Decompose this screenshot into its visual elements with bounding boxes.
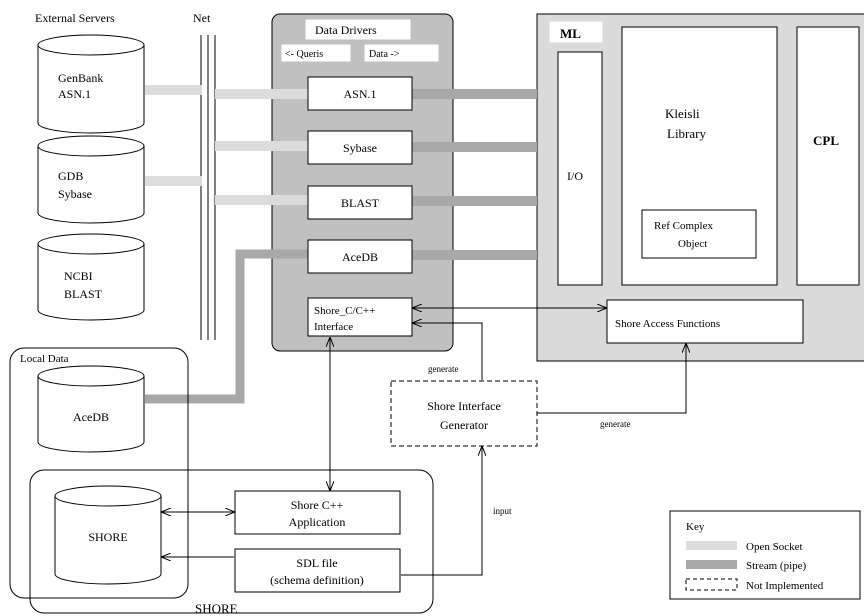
- server-genbank-line1: GenBank: [58, 71, 103, 85]
- shore-app-line2: Application: [289, 515, 346, 529]
- shore-access-functions-box: [606, 299, 804, 344]
- driver-asn1-label: ASN.1: [343, 87, 376, 101]
- cpl-box: [796, 26, 860, 286]
- external-servers-label: External Servers: [35, 11, 115, 25]
- key-open-socket-swatch: [686, 541, 737, 550]
- socket-gdb-to-net: [145, 176, 202, 186]
- key-legend: Key Open Socket Stream (pipe) Not Implem…: [669, 510, 861, 600]
- kleisli-label-line1: Kleisli: [665, 106, 700, 121]
- stream-local-acedb-to-driver: [145, 249, 308, 404]
- cpl-label: CPL: [813, 133, 839, 148]
- ref-complex-line1: Ref Complex: [654, 220, 713, 232]
- data-drivers-title: Data Drivers: [315, 23, 377, 37]
- shore-db-cylinder: SHORE: [54, 485, 162, 585]
- stream-sybase-to-ml: [412, 142, 537, 152]
- server-genbank-line2: ASN.1: [58, 87, 91, 101]
- local-data-label: Local Data: [20, 353, 69, 365]
- key-title: Key: [686, 521, 705, 533]
- driver-sybase: Sybase: [307, 130, 413, 165]
- queris-label: <- Queris: [285, 49, 323, 60]
- socket-net-to-blast: [215, 195, 308, 205]
- local-data-box: [9, 347, 189, 599]
- connector-arrows: [162, 308, 686, 576]
- key-stream-swatch: [686, 560, 737, 569]
- driver-asn1: ASN.1: [307, 76, 413, 111]
- stream-acedb-to-ml: [412, 250, 537, 260]
- shore-app-line1: Shore C++: [291, 498, 344, 512]
- shore-interface-generator-box: Shore Interface Generator: [390, 380, 538, 447]
- queris-box: [281, 44, 351, 62]
- io-box: [557, 51, 603, 286]
- data-arrow-label: Data ->: [369, 49, 400, 60]
- server-ncbi-line2: BLAST: [64, 287, 103, 301]
- server-gdb-cylinder: GDB Sybase: [37, 135, 145, 224]
- key-not-implemented-swatch: [685, 578, 738, 591]
- shore-access-label: Shore Access Functions: [615, 318, 720, 330]
- ref-complex-object-box: [641, 209, 757, 259]
- sdl-file-box: SDL file (schema definition): [234, 548, 401, 593]
- io-label: I/O: [567, 169, 583, 183]
- local-acedb-label: AceDB: [73, 410, 109, 424]
- server-ncbi-cylinder: NCBI BLAST: [37, 233, 145, 321]
- socket-net-to-asn1: [215, 89, 308, 99]
- generate-label-top: generate: [428, 364, 458, 374]
- server-gdb-line1: GDB: [58, 169, 83, 183]
- net-label: Net: [193, 11, 211, 25]
- stream-asn1-to-ml: [412, 89, 537, 99]
- net-lines: [200, 35, 216, 340]
- server-gdb-line2: Sybase: [58, 187, 92, 201]
- stream-blast-to-ml: [412, 196, 537, 206]
- data-drivers-title-box: [305, 19, 411, 40]
- driver-acedb: AceDB: [307, 239, 413, 274]
- ml-title-box: [549, 21, 603, 43]
- shore-db-label: SHORE: [88, 530, 127, 544]
- driver-blast-label: BLAST: [341, 196, 380, 210]
- sig-line2: Generator: [440, 418, 488, 432]
- open-socket-pipes: [145, 85, 308, 205]
- generate-label-right: generate: [600, 419, 630, 429]
- arrow-generate-interface: [413, 323, 483, 380]
- arrow-generate-access: [537, 344, 686, 414]
- driver-acedb-label: AceDB: [342, 250, 378, 264]
- shore-interface-box: Shore_C/C++ Interface: [307, 297, 413, 337]
- socket-net-to-sybase: [215, 141, 308, 151]
- shore-region-box: [29, 469, 434, 614]
- sdl-line1: SDL file: [296, 556, 337, 570]
- input-label: input: [493, 506, 512, 516]
- shore-interface-line2: Interface: [314, 321, 353, 333]
- shore-region-label: SHORE: [195, 601, 238, 616]
- driver-sybase-label: Sybase: [343, 141, 377, 155]
- key-stream-label: Stream (pipe): [746, 560, 807, 572]
- arrow-sdl-input: [401, 447, 482, 576]
- sig-line1: Shore Interface: [427, 399, 501, 413]
- server-ncbi-line1: NCBI: [64, 269, 93, 283]
- stream-pipes: [412, 89, 537, 260]
- shore-interface-line1: Shore_C/C++: [314, 305, 375, 317]
- server-genbank-cylinder: GenBank ASN.1: [37, 34, 145, 134]
- socket-genbank-to-net: [145, 85, 202, 95]
- kleisli-label-line2: Library: [667, 126, 706, 141]
- driver-blast: BLAST: [307, 185, 413, 220]
- key-not-implemented-label: Not Implemented: [746, 580, 824, 592]
- ml-title: ML: [560, 26, 581, 41]
- sdl-line2: (schema definition): [270, 573, 364, 587]
- local-acedb-cylinder: AceDB: [37, 365, 145, 453]
- shore-cpp-application-box: Shore C++ Application: [234, 490, 401, 535]
- ref-complex-line2: Object: [678, 238, 707, 250]
- key-open-socket-label: Open Socket: [746, 541, 803, 553]
- data-arrow-box: [364, 44, 439, 62]
